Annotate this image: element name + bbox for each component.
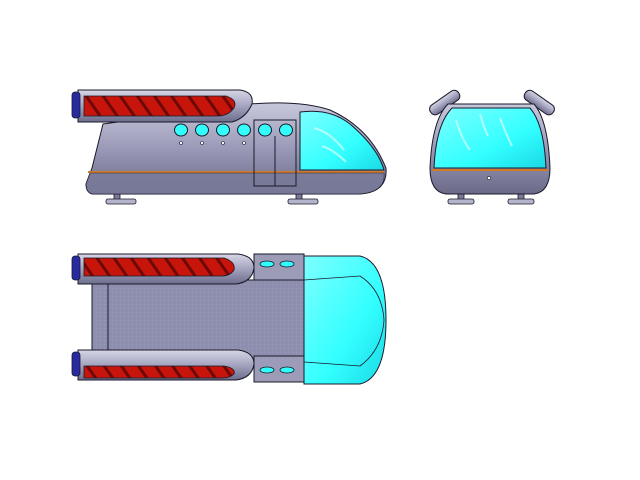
landing-pad-icon [105, 191, 319, 205]
front-view [429, 89, 555, 205]
canopy-window [299, 110, 385, 171]
landing-pad-icon [447, 191, 535, 205]
top-view [71, 253, 387, 385]
engine-nacelle-icon [71, 253, 255, 381]
windshield [433, 107, 547, 169]
top-canopy [303, 255, 387, 385]
window-porthole-icon [174, 123, 293, 145]
engine-nacelle-icon [71, 89, 253, 123]
engine-nacelle-icon [429, 89, 555, 116]
window-porthole-icon [259, 260, 295, 374]
side-view [71, 89, 387, 205]
top-hull [91, 279, 307, 363]
